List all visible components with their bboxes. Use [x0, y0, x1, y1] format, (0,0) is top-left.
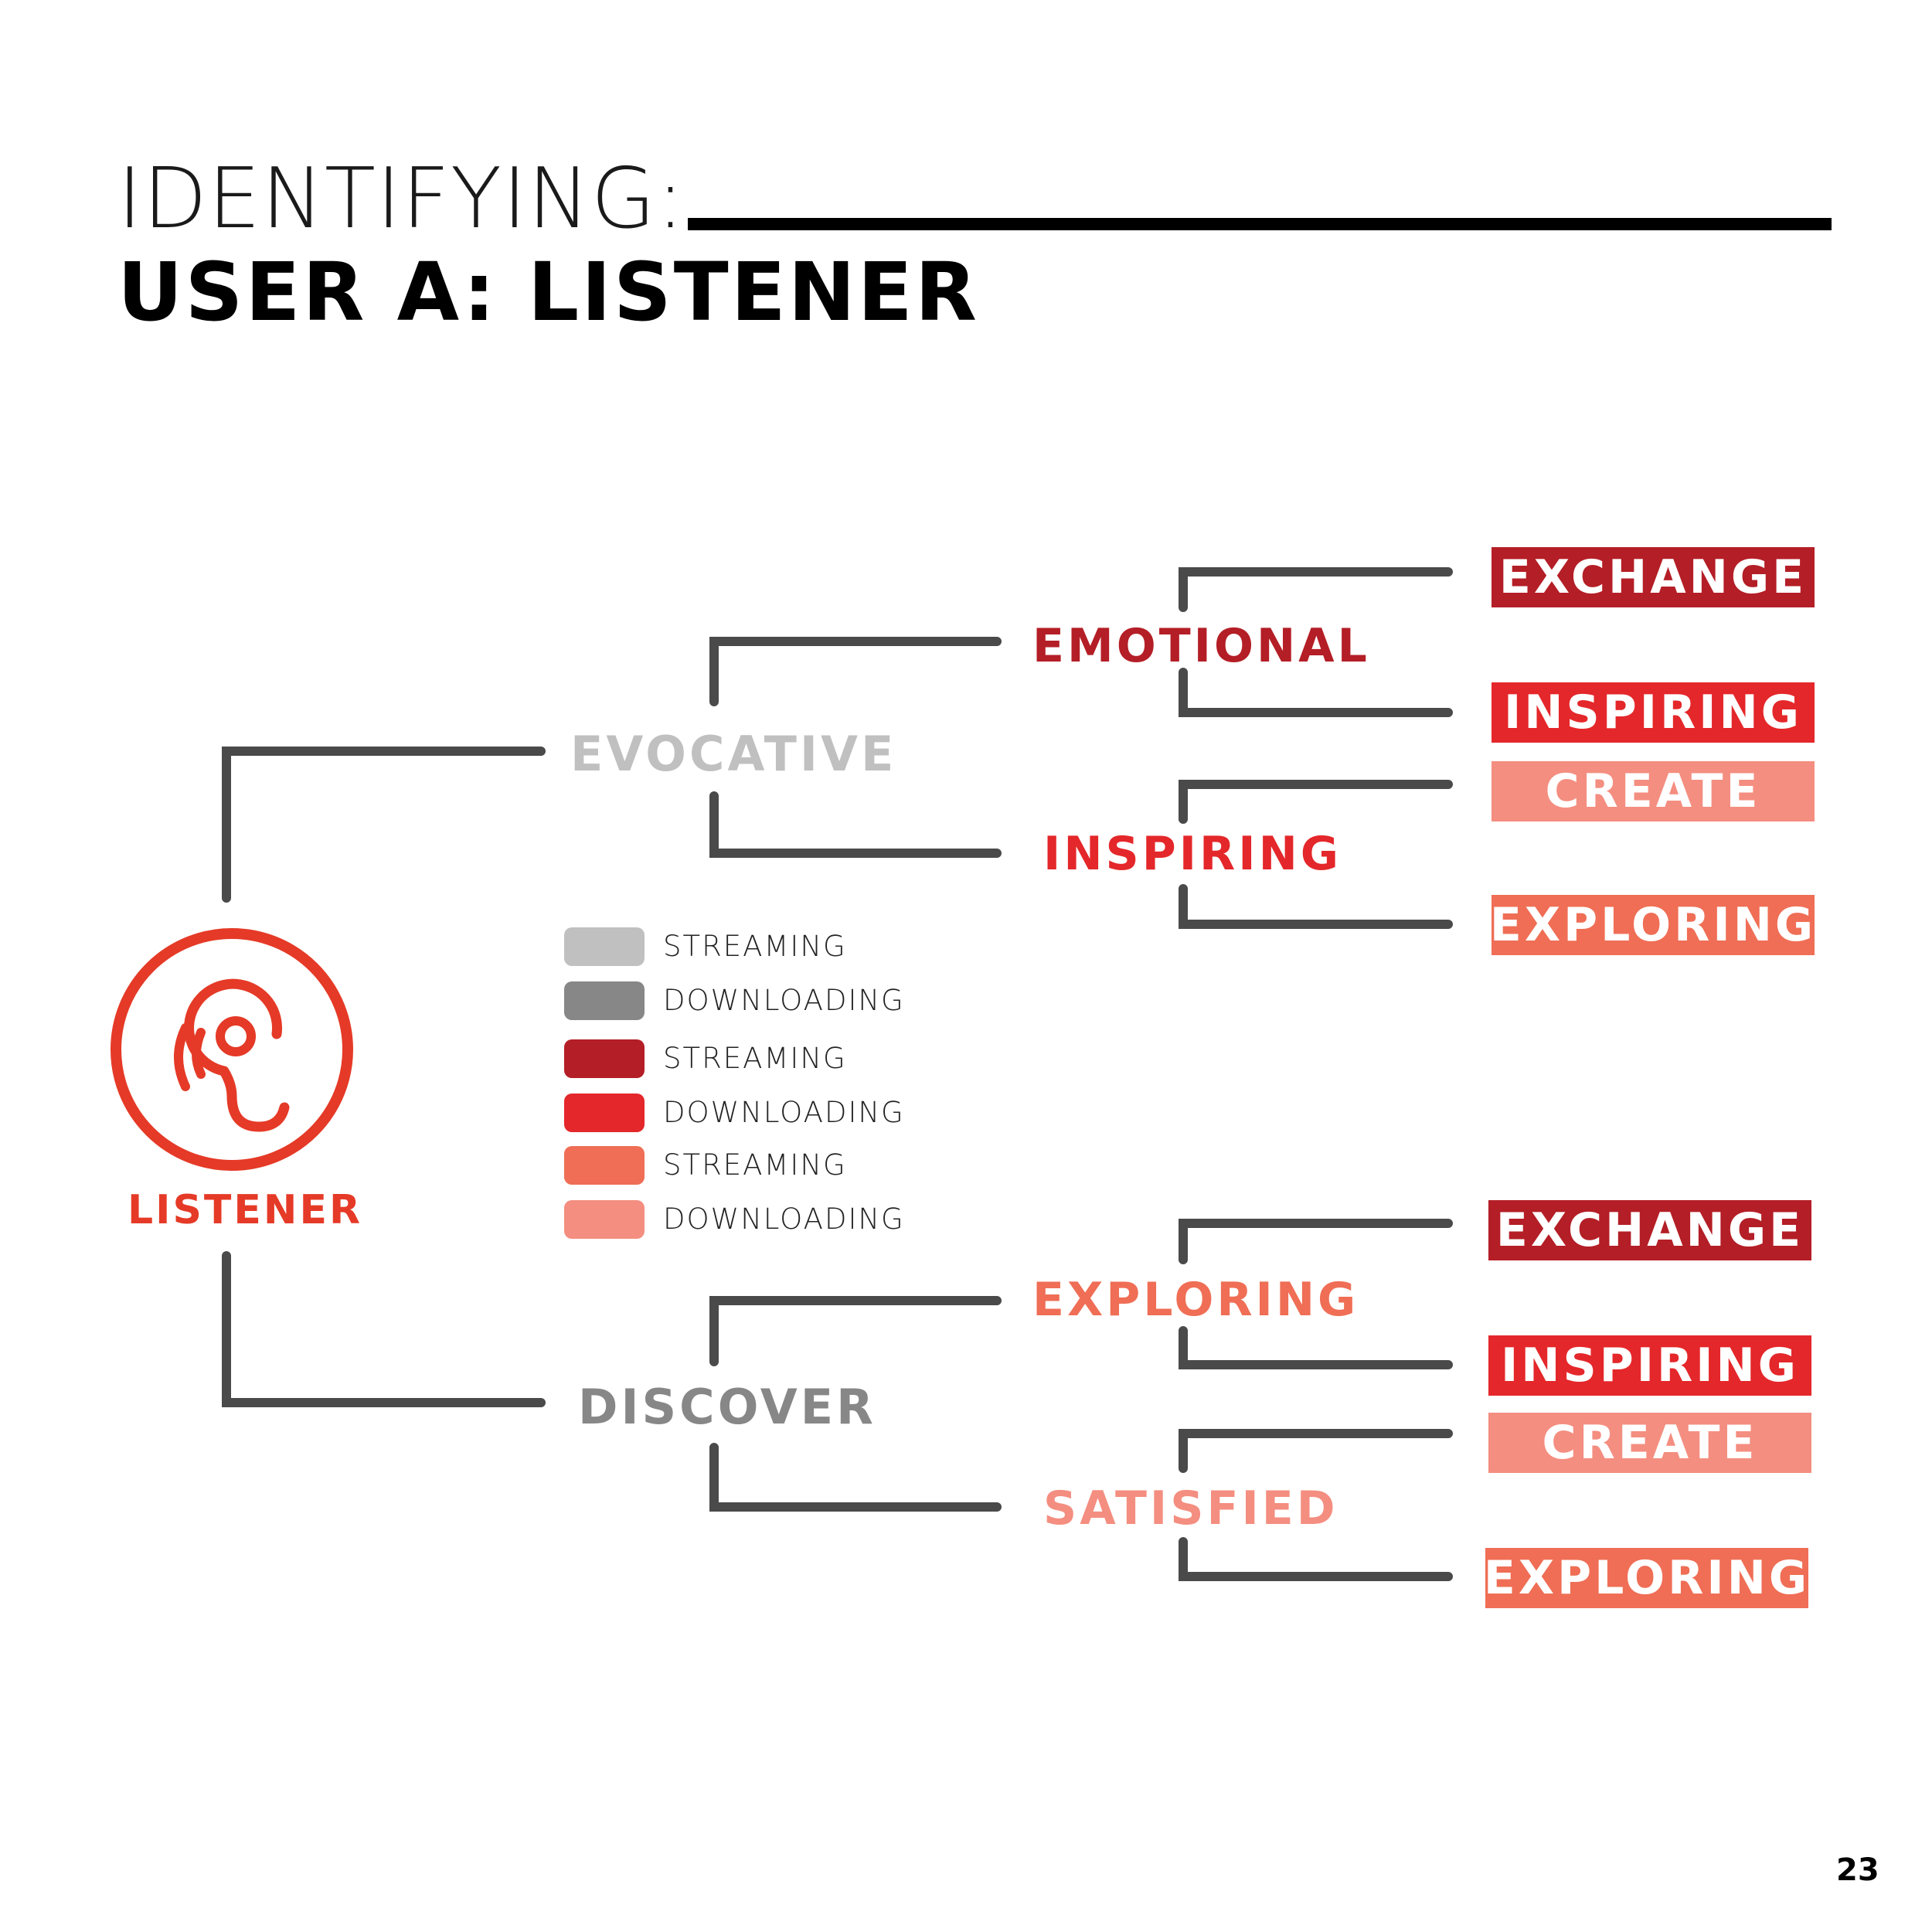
branch-label-discover: DISCOVER	[578, 1379, 876, 1435]
connector-evocative-lower	[709, 791, 1002, 858]
ear-icon	[111, 928, 353, 1171]
leaf-exploring: EXPLORING	[1485, 1548, 1808, 1608]
connector-discover-upper	[709, 1296, 1002, 1366]
page-title: USER A: LISTENER	[117, 245, 979, 339]
root-label: LISTENER	[128, 1187, 363, 1233]
branch-label-evocative: EVOCATIVE	[570, 726, 897, 782]
legend-swatch	[564, 1039, 645, 1078]
leaf-exchange: EXCHANGE	[1488, 1200, 1811, 1260]
ear-icon-ear	[184, 978, 290, 1132]
connector-inspiring-lower	[1179, 884, 1453, 929]
legend-label: DOWNLOADING	[663, 1202, 905, 1236]
legend-swatch	[564, 927, 645, 966]
connector-discover-lower	[709, 1443, 1002, 1512]
leaf-exchange: EXCHANGE	[1492, 547, 1815, 607]
ear-icon-outer-arc	[174, 1023, 190, 1091]
sub-branch-label-exploring: EXPLORING	[1032, 1273, 1359, 1327]
sub-branch-label-emotional: EMOTIONAL	[1032, 619, 1370, 673]
leaf-create: CREATE	[1492, 761, 1815, 821]
legend-swatch	[564, 1094, 645, 1132]
page-title-prefix: IDENTIFYING:	[117, 151, 685, 247]
leaf-inspiring: INSPIRING	[1492, 682, 1815, 743]
connector-root-top-upper	[222, 747, 546, 903]
legend-swatch	[564, 1200, 645, 1239]
legend-item: DOWNLOADING	[564, 981, 1028, 1020]
legend-label: DOWNLOADING	[663, 984, 905, 1017]
legend-item: STREAMING	[564, 927, 1028, 966]
legend-label: STREAMING	[663, 1148, 847, 1182]
legend-item: STREAMING	[564, 1146, 1028, 1185]
connector-inspiring-upper	[1179, 780, 1453, 824]
legend-label: DOWNLOADING	[663, 1096, 905, 1129]
ear-icon-ring	[111, 928, 353, 1171]
leaf-create: CREATE	[1488, 1413, 1811, 1473]
connector-emotional-upper	[1179, 567, 1453, 612]
leaf-exploring: EXPLORING	[1492, 895, 1815, 955]
sub-branch-label-inspiring: INSPIRING	[1043, 827, 1342, 881]
legend-item: DOWNLOADING	[564, 1094, 1028, 1132]
connector-evocative-upper	[709, 637, 1002, 706]
legend-label: STREAMING	[663, 1042, 847, 1075]
page-number: 23	[1836, 1852, 1879, 1888]
connector-satisfied-upper	[1179, 1429, 1453, 1473]
title-rule	[688, 218, 1832, 230]
connector-exploring-lower	[1179, 1326, 1453, 1369]
connector-satisfied-lower	[1179, 1537, 1453, 1581]
sub-branch-label-satisfied: SATISFIED	[1043, 1481, 1338, 1536]
connector-emotional-lower	[1179, 668, 1453, 717]
legend-swatch	[564, 981, 645, 1020]
ear-icon-canal	[216, 1016, 256, 1056]
connector-exploring-upper	[1179, 1219, 1453, 1264]
legend-label: STREAMING	[663, 930, 847, 963]
legend-item: DOWNLOADING	[564, 1200, 1028, 1239]
legend-swatch	[564, 1146, 645, 1185]
legend-item: STREAMING	[564, 1039, 1028, 1078]
connector-root-top-lower	[222, 1251, 546, 1407]
leaf-inspiring: INSPIRING	[1488, 1335, 1811, 1396]
